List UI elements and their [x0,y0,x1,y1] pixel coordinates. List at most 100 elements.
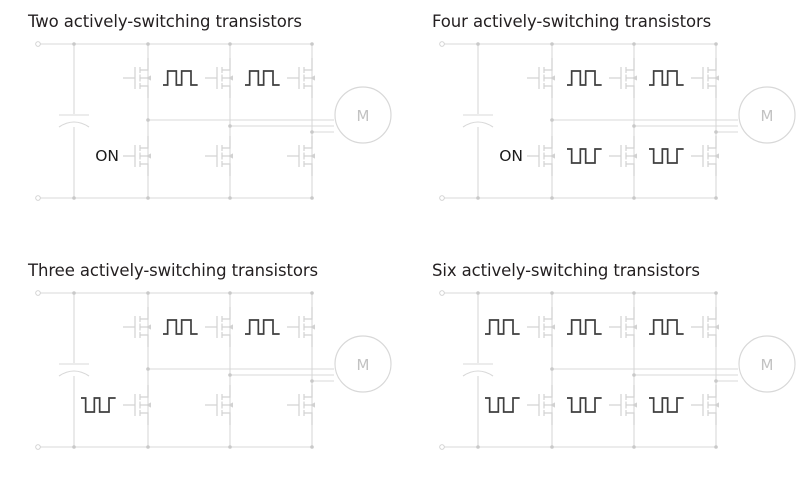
circuit-schematic: M [35,290,392,450]
node-capacitor-bottom [476,445,480,449]
capacitor-plate-curved [462,370,494,377]
node-leg-bottom [714,445,718,449]
node-leg-bottom [228,196,232,200]
mosfet-symbol [123,58,151,98]
pwm-waveform-high-side [163,319,198,335]
node-leg-top [550,42,554,46]
node-capacitor-bottom [72,445,76,449]
node-leg-bottom [714,196,718,200]
node-capacitor-top [72,42,76,46]
half-bridge-leg-2 [567,291,738,449]
circuit-schematic: M [439,290,796,450]
node-leg-top [550,291,554,295]
node-phase-tap [714,379,718,383]
node-leg-bottom [228,445,232,449]
node-leg-bottom [632,196,636,200]
mosfet-symbol [609,58,637,98]
motor-symbol: M [738,86,796,144]
panel-title: Three actively-switching transistors [28,261,319,280]
node-phase-tap [550,367,554,371]
node-phase-tap [714,130,718,134]
node-leg-top [632,291,636,295]
node-phase-tap [146,118,150,122]
capacitor-plate-curved [58,121,90,128]
mosfet-symbol [691,385,719,425]
mosfet-symbol [287,58,315,98]
motor-outline [738,86,796,144]
pwm-waveform-high-side [567,319,602,335]
gate-state-label-low-side: ON [95,147,119,165]
pwm-waveform-low-side [81,397,116,413]
pwm-waveform-high-side [649,70,684,86]
capacitor-plate-curved [58,370,90,377]
node-capacitor-top [476,291,480,295]
mosfet-symbol [205,58,233,98]
node-phase-tap [310,379,314,383]
node-capacitor-top [72,291,76,295]
pwm-waveform-low-side [485,397,520,413]
mosfet-symbol [609,136,637,176]
pwm-waveform-high-side [163,70,198,86]
node-leg-top [714,291,718,295]
mosfet-symbol [691,307,719,347]
node-capacitor-bottom [476,196,480,200]
node-leg-bottom [550,196,554,200]
node-leg-bottom [310,196,314,200]
pwm-waveform-high-side [245,319,280,335]
mosfet-symbol [205,136,233,176]
node-phase-tap [228,124,232,128]
panel-title: Two actively-switching transistors [28,12,302,31]
half-bridge-leg-2 [163,291,334,449]
supply-terminal-negative [439,195,445,201]
mosfet-symbol [123,307,151,347]
half-bridge-leg-3 [649,291,738,449]
half-bridge-leg-1 [81,291,334,449]
node-phase-tap [310,130,314,134]
half-bridge-leg-1: ON [499,42,738,200]
mosfet-symbol [527,385,555,425]
mosfet-symbol [123,385,151,425]
panel-title: Four actively-switching transistors [432,12,712,31]
node-leg-top [228,291,232,295]
pwm-waveform-high-side [649,319,684,335]
node-leg-bottom [146,445,150,449]
motor-label: M [357,356,370,374]
node-leg-top [228,42,232,46]
mosfet-symbol [527,58,555,98]
motor-outline [334,335,392,393]
panel-title: Six actively-switching transistors [432,261,700,280]
motor-symbol: M [334,335,392,393]
motor-label: M [761,356,774,374]
node-leg-bottom [550,445,554,449]
half-bridge-leg-3 [245,291,334,449]
motor-symbol: M [738,335,796,393]
mosfet-symbol [691,58,719,98]
node-leg-top [632,42,636,46]
mosfet-symbol [691,136,719,176]
pwm-waveform-low-side [567,397,602,413]
motor-label: M [357,107,370,125]
node-leg-top [146,291,150,295]
mosfet-symbol [205,385,233,425]
pwm-waveform-high-side [245,70,280,86]
node-leg-bottom [146,196,150,200]
mosfet-symbol [287,136,315,176]
supply-terminal-positive [439,41,445,47]
mosfet-symbol [527,307,555,347]
supply-terminal-positive [35,290,41,296]
motor-symbol: M [334,86,392,144]
mosfet-symbol [609,307,637,347]
mosfet-symbol [123,136,151,176]
node-capacitor-top [476,42,480,46]
node-leg-bottom [632,445,636,449]
supply-terminal-negative [35,444,41,450]
circuit-schematic: ONM [439,41,796,201]
node-leg-top [714,42,718,46]
motor-outline [334,86,392,144]
node-phase-tap [146,367,150,371]
